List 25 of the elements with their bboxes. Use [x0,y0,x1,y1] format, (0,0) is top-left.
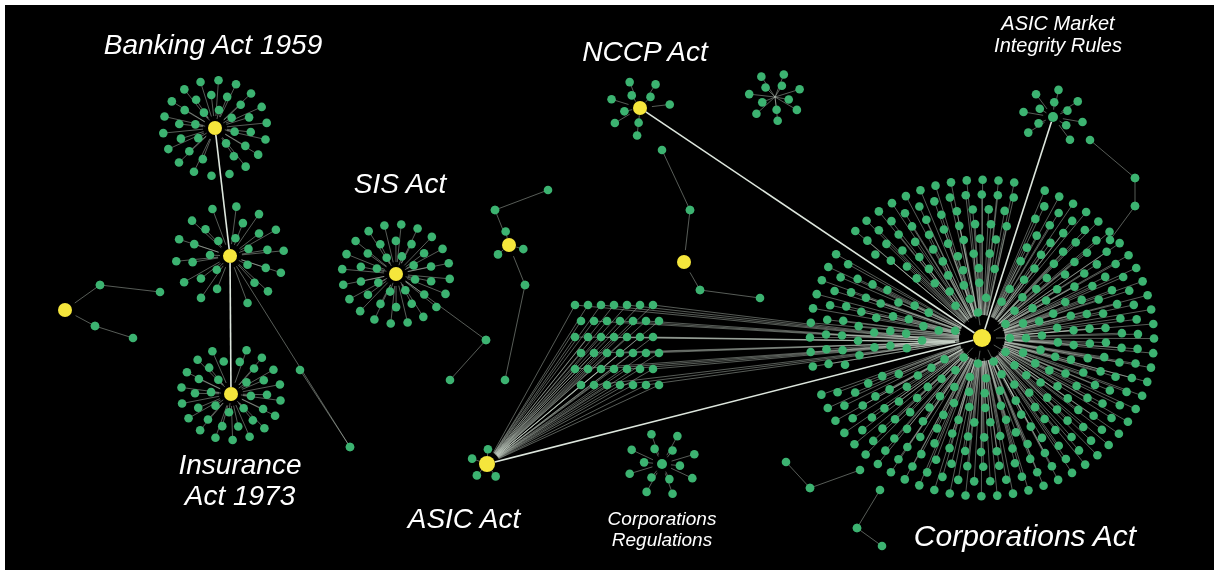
connector-line [493,339,975,463]
hub-node [502,238,516,252]
connector-line [229,262,232,388]
connector-line [983,120,1053,331]
hub-node [223,249,237,263]
network-label: Insurance Act 1973 [177,449,303,512]
network-label: SIS Act [352,168,448,200]
hub-node [224,387,238,401]
network-label: ASIC Act [405,503,522,535]
connector-line [215,134,230,250]
hub-node [633,101,647,115]
network-node [657,459,667,469]
network-label: Banking Act 1959 [102,29,324,61]
network-node [1048,112,1058,122]
hub-node [389,267,403,281]
hub-node [58,303,72,317]
hub-node [677,255,691,269]
hub-node [479,456,495,472]
network-label: ASIC Market Integrity Rules [993,12,1123,57]
hub-node [208,121,222,135]
network-label: Corporations Regulations [606,508,718,551]
network-label: Corporations Act [912,519,1138,553]
network-label: NCCP Act [581,36,710,68]
hub-node [973,329,991,347]
connector-line [645,111,976,334]
